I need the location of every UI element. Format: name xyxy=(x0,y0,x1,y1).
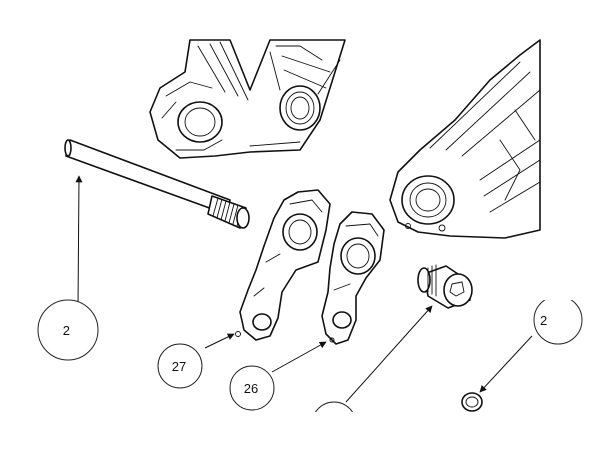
right-crop xyxy=(541,0,610,300)
callout-hanger-b-label: 26 xyxy=(244,381,258,396)
callout-axle-label: 2 xyxy=(63,323,70,338)
derailleur-hanger-a xyxy=(235,189,331,341)
thru-axle xyxy=(64,139,250,229)
callout-oring-label: 2 xyxy=(540,313,547,328)
leader-hanger-a xyxy=(204,333,235,349)
axle-bolt xyxy=(417,264,473,309)
callout-hanger-a-label: 27 xyxy=(172,359,186,374)
leader-axle xyxy=(75,175,83,309)
callout-oring: 2 xyxy=(533,295,583,345)
frame-dropout-upper xyxy=(149,39,346,159)
leader-oring xyxy=(479,335,533,393)
bottom-crop xyxy=(0,412,610,450)
o-ring xyxy=(461,392,483,412)
callout-axle: 2 xyxy=(37,299,99,361)
derailleur-hanger-b xyxy=(321,211,385,345)
callout-hanger-a: 27 xyxy=(157,343,203,389)
leader-bolt xyxy=(345,305,433,403)
leader-lines xyxy=(75,175,533,403)
leader-hanger-b xyxy=(271,341,327,373)
frame-dropout-right xyxy=(389,39,541,239)
callout-hanger-b: 26 xyxy=(229,365,275,411)
